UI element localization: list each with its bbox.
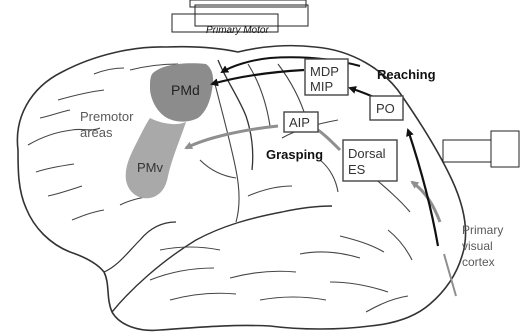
top-empty-box xyxy=(195,5,308,26)
mip-label: MIP xyxy=(310,79,333,94)
premotor-label-line2: areas xyxy=(80,125,113,140)
es-label: ES xyxy=(348,162,366,177)
pmd-label: PMd xyxy=(171,82,200,98)
grasping-label: Grasping xyxy=(266,147,323,162)
primary-visual-label-line1: Primary xyxy=(462,223,503,237)
reaching-label: Reaching xyxy=(377,67,436,82)
top-empty-box xyxy=(190,0,306,7)
mdp-label: MDP xyxy=(310,64,339,79)
right-empty-box xyxy=(491,131,519,167)
dorsal-label: Dorsal xyxy=(348,146,386,161)
right-empty-box xyxy=(443,140,493,162)
brain-outline xyxy=(17,46,465,331)
primary-visual-label-line3: cortex xyxy=(462,255,495,269)
po-label: PO xyxy=(376,101,395,116)
pmv-label: PMv xyxy=(137,160,164,175)
premotor-label-line1: Premotor xyxy=(80,109,134,124)
primary-visual-label-line2: visual xyxy=(462,239,493,253)
primary-motor-label: Primary Motor xyxy=(206,25,269,36)
aip-label: AIP xyxy=(289,115,310,130)
